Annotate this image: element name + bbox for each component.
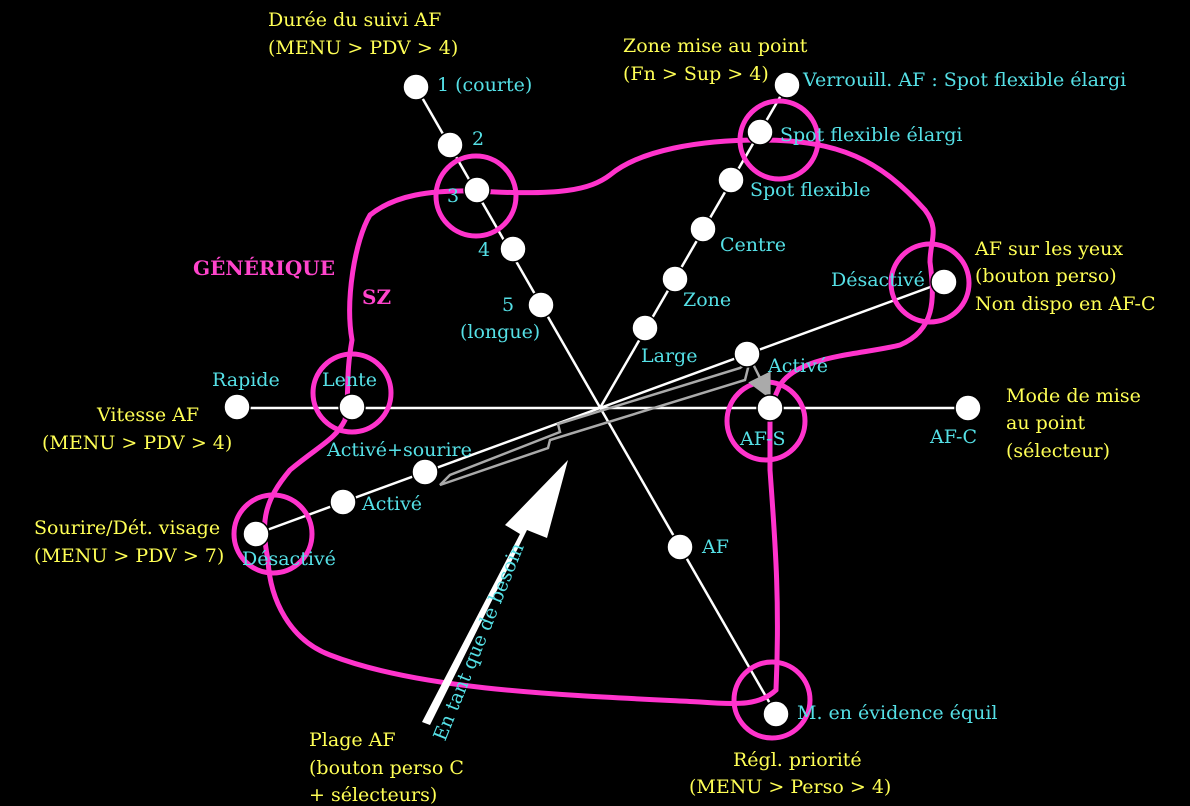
eye-sub: (bouton perso)	[975, 265, 1117, 287]
node-mode-afc[interactable]	[954, 394, 982, 422]
selected-ring-zone-spot-wide	[737, 98, 821, 182]
eye-arrow-head	[748, 361, 771, 400]
zone-title: Zone mise au point	[623, 35, 808, 57]
mode-afc-label: AF-C	[929, 426, 977, 448]
node-zone-lock[interactable]	[773, 71, 801, 99]
node-eye-on[interactable]	[733, 340, 761, 368]
node-speed-slow[interactable]	[338, 393, 366, 421]
node-smile-off[interactable]	[242, 520, 270, 548]
node-prio-af[interactable]	[666, 533, 694, 561]
node-prio-bal[interactable]	[762, 700, 790, 728]
node-speed-fast[interactable]	[223, 393, 251, 421]
range-title: Plage AF	[309, 729, 396, 751]
zone-zone-label: Zone	[683, 289, 731, 311]
prio-af-label: AF	[701, 536, 729, 558]
eye-to-smile-arrow	[439, 356, 753, 487]
sz-label: SZ	[362, 285, 391, 309]
track-1-label: 1 (courte)	[437, 74, 532, 96]
selected-ring-prio-bal	[731, 659, 813, 741]
track-5-sub-label: (longue)	[460, 321, 540, 343]
speed-title: Vitesse AF	[96, 404, 199, 426]
axis-eye-smile	[255, 280, 945, 536]
node-zone-spot-wide[interactable]	[746, 118, 774, 146]
selected-ring-smile-off	[231, 492, 315, 576]
mode-afs-label: AF-S	[739, 428, 786, 450]
zone-spot-wide-label: Spot flexible élargi	[780, 124, 963, 146]
selected-ring-eye-off	[888, 241, 972, 325]
speed-fast-label: Rapide	[212, 369, 280, 391]
prio-menu: (MENU > Perso > 4)	[689, 776, 891, 798]
node-track-3[interactable]	[463, 176, 491, 204]
speed-slow-label: Lente	[322, 369, 377, 391]
node-zone-wide[interactable]	[631, 314, 659, 342]
smile-title: Sourire/Dét. visage	[34, 517, 220, 539]
node-smile-smile[interactable]	[411, 458, 439, 486]
prio-bal-label: M. en évidence équil	[797, 702, 997, 724]
node-mode-afs[interactable]	[756, 394, 784, 422]
prio-title: Régl. priorité	[733, 749, 862, 771]
generique-path	[261, 137, 936, 707]
eye-off-label: Désactivé	[831, 269, 925, 291]
track-4-label: 4	[478, 239, 490, 261]
track-2-label: 2	[472, 128, 484, 150]
node-track-2[interactable]	[436, 131, 464, 159]
mode-menu: (sélecteur)	[1006, 440, 1110, 462]
node-track-5[interactable]	[527, 291, 555, 319]
node-zone-center[interactable]	[689, 215, 717, 243]
smile-menu: (MENU > PDV > 7)	[34, 545, 224, 567]
smile-smile-label: Activé+sourire	[326, 439, 472, 461]
track-title: Durée du suivi AF	[268, 9, 441, 31]
mode-title: Mode de mise	[1006, 385, 1141, 407]
node-smile-on[interactable]	[329, 488, 357, 516]
smile-on-label: Activé	[361, 493, 422, 515]
zone-lock-label: Verrouill. AF : Spot flexible élargi	[802, 69, 1126, 91]
node-eye-off[interactable]	[930, 268, 958, 296]
node-track-1[interactable]	[402, 73, 430, 101]
selected-ring-track-3	[433, 153, 519, 239]
zone-center-label: Centre	[720, 234, 786, 256]
eye-title: AF sur les yeux	[974, 238, 1123, 260]
range-sub: (bouton perso C	[309, 757, 464, 779]
node-zone-spot[interactable]	[717, 166, 745, 194]
node-zone-zone[interactable]	[661, 265, 689, 293]
mode-sub: au point	[1006, 412, 1086, 434]
eye-note: Non dispo en AF-C	[975, 293, 1156, 315]
smile-off-label: Désactivé	[242, 548, 336, 570]
zone-wide-label: Large	[641, 345, 697, 367]
generique-label: GÉNÉRIQUE	[193, 256, 335, 280]
track-5-label: 5	[502, 294, 514, 316]
eye-on-label: Activé	[767, 355, 828, 377]
zone-menu: (Fn > Sup > 4)	[623, 63, 769, 85]
range-arrow	[422, 460, 568, 725]
selected-ring-speed-slow	[310, 351, 394, 435]
speed-menu: (MENU > PDV > 4)	[42, 432, 232, 454]
zone-spot-label: Spot flexible	[750, 179, 871, 201]
range-arrow-label: En tant que de besoin	[429, 540, 528, 744]
track-menu: (MENU > PDV > 4)	[268, 37, 458, 59]
node-track-4[interactable]	[499, 235, 527, 263]
range-sub2: + sélecteurs)	[309, 784, 437, 806]
track-3-label: 3	[447, 185, 459, 207]
